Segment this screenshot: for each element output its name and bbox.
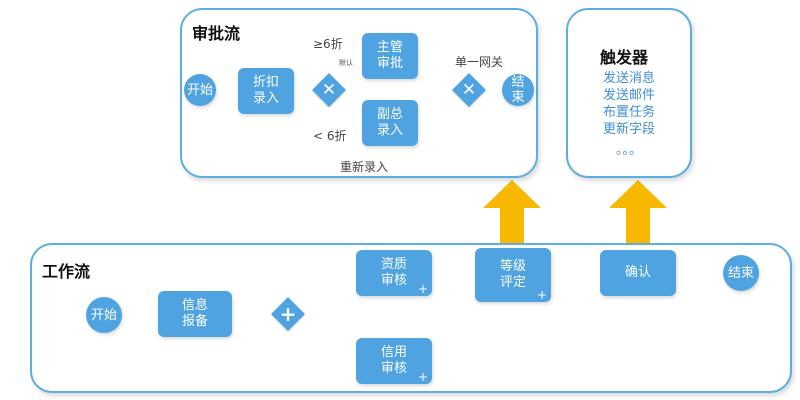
grade-subprocess-plus-icon: + xyxy=(536,288,547,302)
discount-entry-line1: 折扣 xyxy=(252,75,279,90)
credit-subprocess-plus-icon: + xyxy=(417,370,428,384)
workflow-end-label: 结束 xyxy=(727,265,754,281)
approval-end-line1: 结 xyxy=(511,75,525,90)
discount-entry-node[interactable]: 折扣录入 xyxy=(238,68,294,114)
workflow-start-node[interactable]: 开始 xyxy=(86,297,122,333)
trigger-item-assign-task[interactable]: 布置任务 xyxy=(602,105,655,120)
big-arrow-to-trigger xyxy=(609,180,667,243)
qualification-review-line1: 资质 xyxy=(380,257,407,272)
condition-ge-label: ≥6折 xyxy=(313,37,343,51)
qualification-review-node[interactable]: 资质审核 + xyxy=(356,250,432,296)
trigger-item-send-email[interactable]: 发送邮件 xyxy=(602,88,655,103)
approval-flow-title: 审批流 xyxy=(192,24,241,43)
confirm-label: 确认 xyxy=(624,265,651,280)
single-gateway-label: 单一网关 xyxy=(455,55,504,69)
condition-lt-label: < 6折 xyxy=(313,129,347,143)
trigger-items-list: 发送消息 发送邮件 布置任务 更新字段 。。。 xyxy=(566,70,692,159)
reentry-label: 重新录入 xyxy=(340,160,389,174)
workflow-start-label: 开始 xyxy=(90,307,117,323)
info-report-line2: 报备 xyxy=(181,314,208,329)
trigger-title: 触发器 xyxy=(600,48,649,67)
approval-start-label: 开始 xyxy=(186,82,213,98)
vp-entry-line1: 副总 xyxy=(376,107,403,122)
single-gateway-x-icon: ✕ xyxy=(461,80,477,100)
credit-review-node[interactable]: 信用审核 + xyxy=(356,338,432,384)
parallel-gateway-plus-icon: + xyxy=(279,302,297,326)
trigger-item-ellipsis: 。。。 xyxy=(615,143,642,158)
workflow-end-node[interactable]: 结束 xyxy=(723,255,759,291)
workflow-title: 工作流 xyxy=(42,262,91,281)
grade-rating-node[interactable]: 等级评定 + xyxy=(475,248,551,302)
grade-rating-line2: 评定 xyxy=(499,275,526,290)
exclusive-gateway-x-icon: ✕ xyxy=(321,80,337,100)
confirm-node[interactable]: 确认 xyxy=(600,250,676,296)
big-arrow-to-approval xyxy=(483,180,541,243)
qualification-subprocess-plus-icon: + xyxy=(417,282,428,296)
info-report-line1: 信息 xyxy=(181,298,208,313)
discount-entry-line2: 录入 xyxy=(252,91,279,106)
trigger-item-update-field[interactable]: 更新字段 xyxy=(602,122,655,137)
vp-entry-line2: 录入 xyxy=(376,123,403,138)
approval-end-node[interactable]: 结束 xyxy=(502,74,534,106)
credit-review-line2: 审核 xyxy=(380,361,407,376)
qualification-review-line2: 审核 xyxy=(380,273,407,288)
manager-approve-line1: 主管 xyxy=(376,40,403,55)
credit-review-line1: 信用 xyxy=(380,345,407,360)
manager-approve-node[interactable]: 主管审批 xyxy=(362,33,418,79)
manager-approve-line2: 审批 xyxy=(376,56,403,71)
vp-entry-node[interactable]: 副总录入 xyxy=(362,100,418,146)
trigger-panel xyxy=(566,8,692,178)
grade-rating-line1: 等级 xyxy=(499,259,526,274)
info-report-node[interactable]: 信息报备 xyxy=(158,291,232,337)
approval-start-node[interactable]: 开始 xyxy=(184,74,216,106)
trigger-item-send-message[interactable]: 发送消息 xyxy=(602,71,655,86)
default-flow-label: 默认 xyxy=(339,59,353,67)
approval-end-line2: 束 xyxy=(511,90,525,105)
